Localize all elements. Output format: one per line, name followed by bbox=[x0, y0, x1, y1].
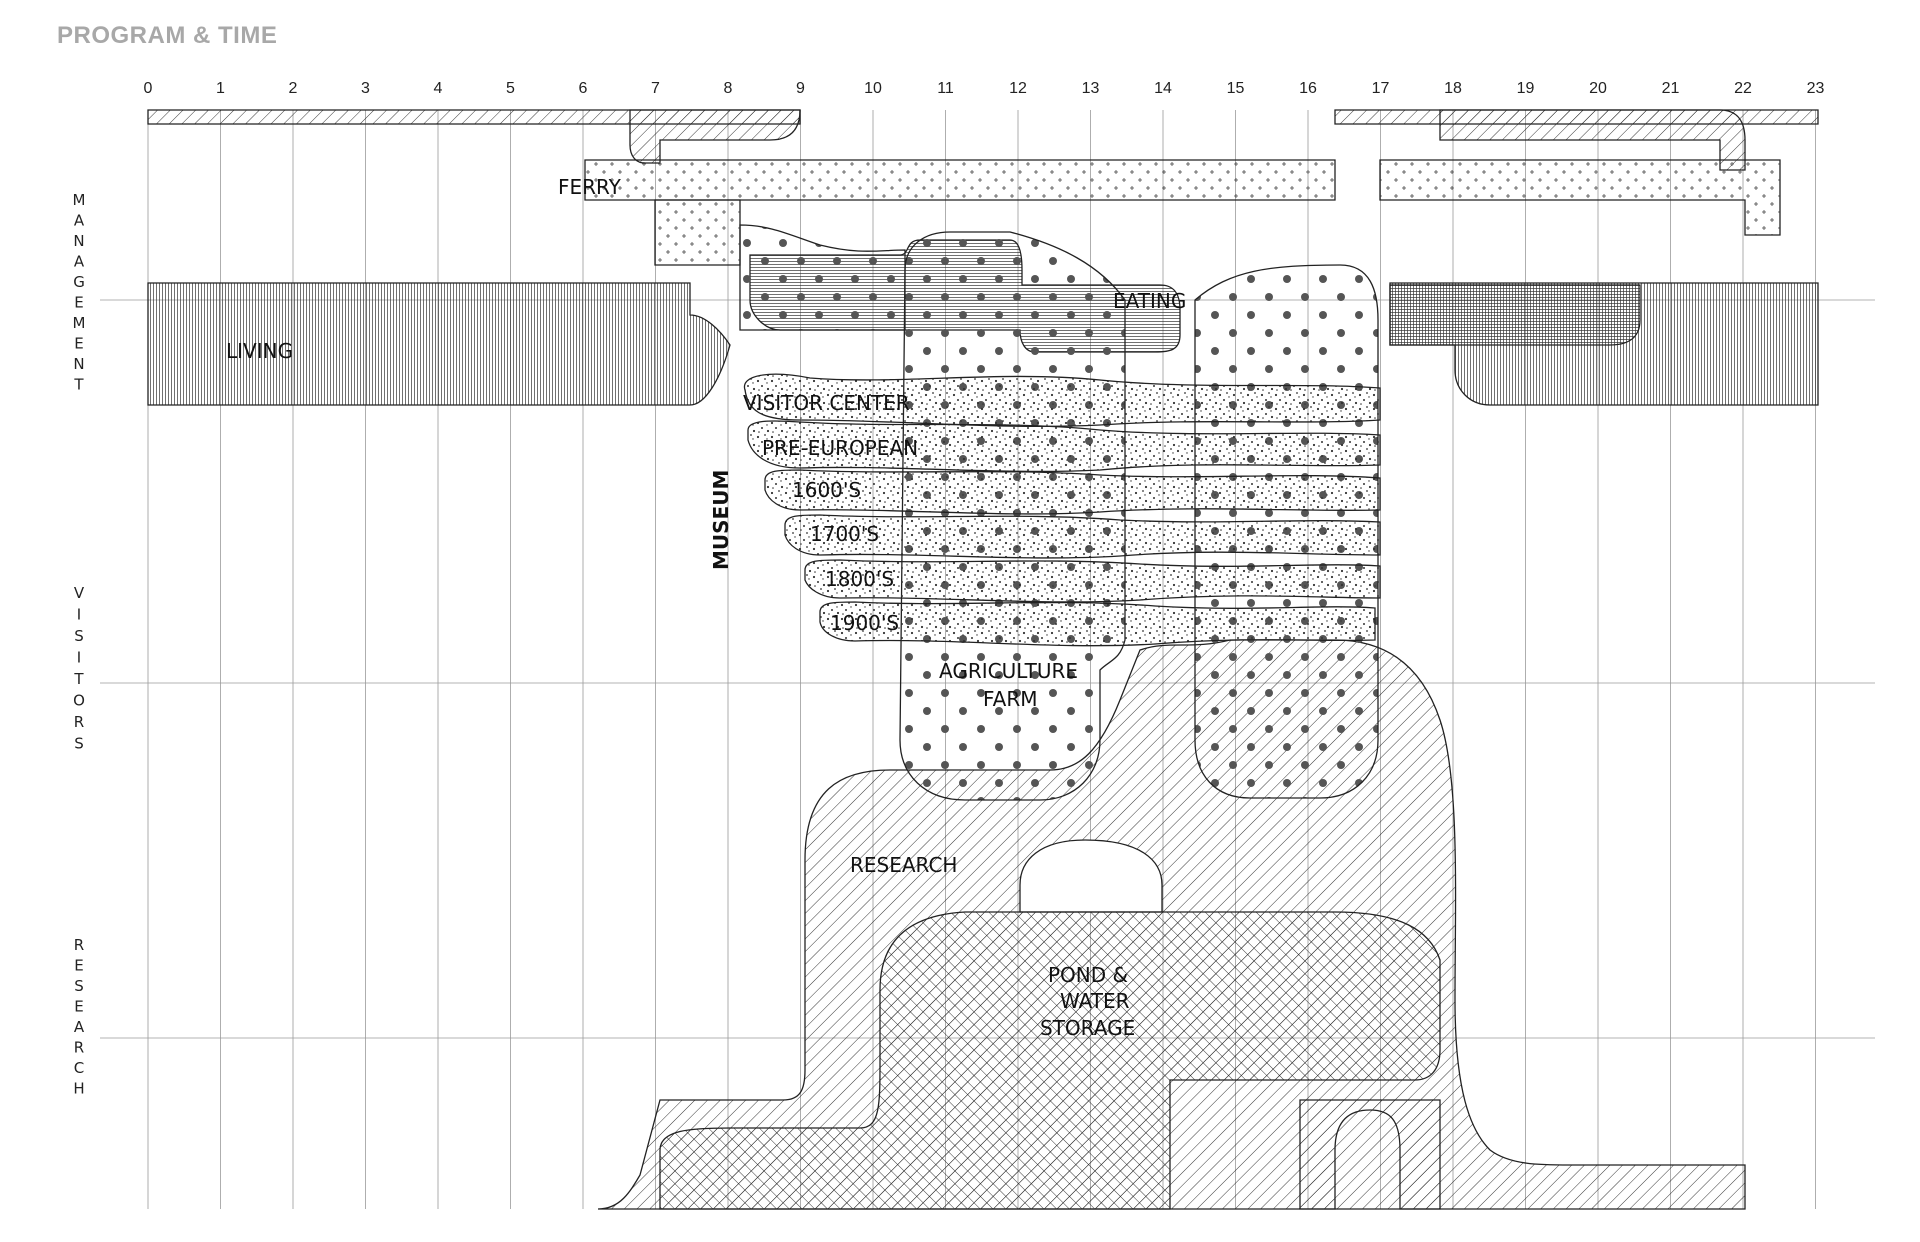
hour-label: 4 bbox=[434, 80, 443, 97]
research-arch bbox=[1019, 839, 1163, 913]
eating-region-right bbox=[1389, 284, 1641, 346]
hour-label: 7 bbox=[651, 80, 660, 97]
label-visitor-center: VISITOR CENTER bbox=[743, 391, 910, 415]
hour-label: 1 bbox=[216, 80, 225, 97]
program-regions bbox=[147, 109, 1819, 1210]
ferry-region-c bbox=[654, 199, 741, 266]
category-letter: S bbox=[74, 977, 84, 995]
hour-label: 5 bbox=[506, 80, 515, 97]
label-pond-3: STORAGE bbox=[1040, 1016, 1135, 1040]
category-letter: N bbox=[73, 232, 84, 250]
category-letter: T bbox=[73, 376, 84, 394]
category-letter: N bbox=[73, 355, 84, 373]
hour-label: 2 bbox=[289, 80, 298, 97]
pond-region bbox=[659, 911, 1441, 1210]
category-label-research: RESEARCH bbox=[73, 936, 85, 1098]
label-agriculture: AGRICULTURE bbox=[939, 659, 1078, 683]
category-letter: E bbox=[74, 998, 83, 1016]
label-pond-2: WATER bbox=[1060, 989, 1130, 1013]
label-pre-european: PRE-EUROPEAN bbox=[762, 436, 918, 460]
category-letter: A bbox=[74, 212, 85, 230]
museum-1900s bbox=[819, 601, 1376, 647]
label-1900s: 1900'S bbox=[830, 611, 899, 635]
label-1800s: 1800'S bbox=[825, 567, 894, 591]
hour-label: 6 bbox=[579, 80, 588, 97]
museum-1800s bbox=[804, 559, 1381, 603]
category-letter: I bbox=[77, 649, 81, 667]
hour-label: 14 bbox=[1154, 80, 1172, 97]
hour-label: 10 bbox=[864, 80, 882, 97]
management-ferry-dock-left bbox=[629, 109, 801, 164]
program-labels: FERRY EATING LIVING VISITOR CENTER PRE-E… bbox=[226, 175, 1186, 1040]
category-letter: C bbox=[74, 1059, 84, 1077]
category-letter: E bbox=[74, 957, 83, 975]
hour-label: 20 bbox=[1589, 80, 1607, 97]
hour-label: 21 bbox=[1662, 80, 1680, 97]
category-letter: S bbox=[74, 735, 84, 753]
museum-1600s bbox=[764, 469, 1381, 515]
hour-label: 3 bbox=[361, 80, 370, 97]
category-letter: E bbox=[74, 294, 83, 312]
label-pond-1: POND & bbox=[1048, 963, 1128, 987]
hour-label: 22 bbox=[1734, 80, 1752, 97]
ferry-region bbox=[584, 159, 1336, 201]
category-letter: H bbox=[73, 1080, 84, 1098]
category-letter: G bbox=[73, 273, 85, 291]
category-letter: E bbox=[74, 335, 83, 353]
category-letter: M bbox=[73, 314, 86, 332]
label-eating: EATING bbox=[1113, 289, 1186, 313]
hour-label: 8 bbox=[724, 80, 733, 97]
hour-label: 9 bbox=[796, 80, 805, 97]
living-region bbox=[147, 282, 731, 406]
hour-label: 16 bbox=[1299, 80, 1317, 97]
label-research: RESEARCH bbox=[850, 853, 957, 877]
agriculture-region-c bbox=[739, 224, 906, 331]
hour-label: 13 bbox=[1082, 80, 1100, 97]
category-letter: I bbox=[77, 606, 81, 624]
label-living: LIVING bbox=[226, 339, 293, 363]
category-letter: R bbox=[74, 713, 84, 731]
label-museum: MUSEUM bbox=[709, 470, 733, 570]
research-legs bbox=[1299, 1099, 1441, 1210]
category-letter: S bbox=[74, 627, 84, 645]
label-farm: FARM bbox=[983, 687, 1038, 711]
category-letter: R bbox=[74, 936, 84, 954]
ferry-region-b bbox=[1379, 159, 1781, 236]
label-1700s: 1700'S bbox=[810, 522, 879, 546]
category-letter: O bbox=[73, 692, 85, 710]
label-ferry: FERRY bbox=[558, 175, 622, 199]
diagram-title: PROGRAM & TIME bbox=[57, 22, 278, 49]
category-letter: M bbox=[73, 191, 86, 209]
museum-1700s bbox=[784, 514, 1381, 559]
category-letter: V bbox=[74, 584, 85, 602]
museum-pre-european bbox=[747, 420, 1381, 473]
hour-label: 0 bbox=[144, 80, 153, 97]
hour-label: 11 bbox=[937, 80, 954, 97]
category-letter: A bbox=[74, 253, 85, 271]
category-letter: R bbox=[74, 1039, 84, 1057]
hour-label: 23 bbox=[1807, 80, 1825, 97]
hour-label: 19 bbox=[1517, 80, 1535, 97]
hour-label: 18 bbox=[1444, 80, 1462, 97]
category-letter: A bbox=[74, 1018, 85, 1036]
label-1600s: 1600'S bbox=[792, 478, 861, 502]
category-letter: T bbox=[73, 670, 84, 688]
hour-label: 15 bbox=[1227, 80, 1245, 97]
hour-label: 12 bbox=[1009, 80, 1027, 97]
hour-label: 17 bbox=[1372, 80, 1390, 97]
museum-visitor-center bbox=[743, 373, 1381, 428]
